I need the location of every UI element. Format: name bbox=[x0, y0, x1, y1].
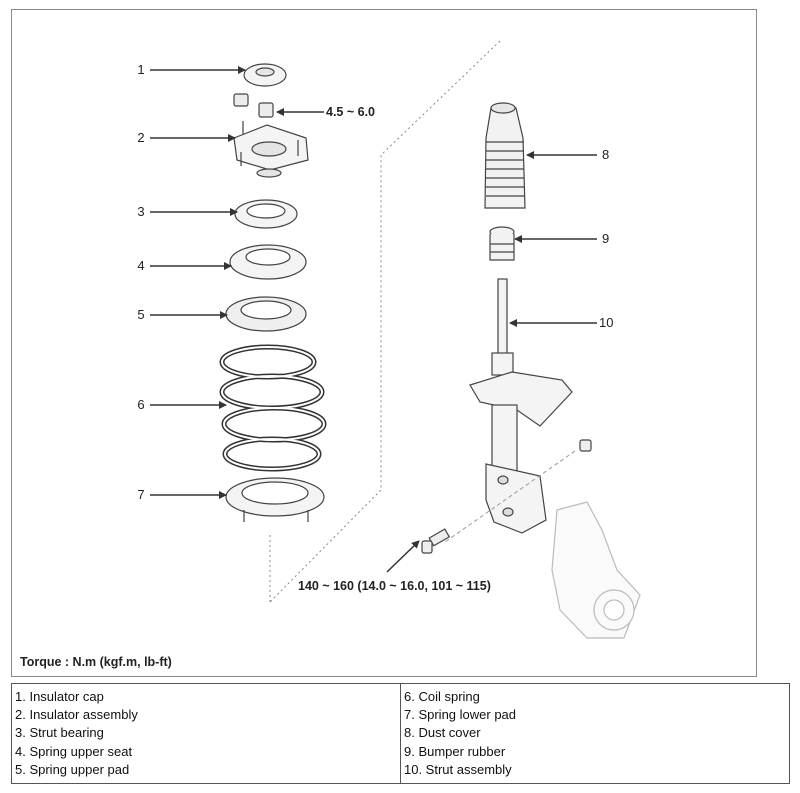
insulator-cap-part bbox=[243, 63, 287, 87]
dust-cover-part bbox=[484, 102, 526, 209]
upper-nut-part bbox=[233, 93, 274, 118]
legend-item: 8. Dust cover bbox=[404, 725, 481, 741]
callout-3: 3 bbox=[137, 204, 144, 219]
callout-4: 4 bbox=[137, 258, 144, 273]
exploded-diagram: 1 2 3 4 5 6 7 8 9 10 4.5 ~ 6.0 140 ~ 160… bbox=[11, 9, 757, 677]
spring-upper-pad-part bbox=[225, 296, 307, 332]
knuckle-part bbox=[551, 501, 641, 639]
lower-nut-part bbox=[579, 439, 592, 452]
callout-5: 5 bbox=[137, 307, 144, 322]
legend-column-left: 1. Insulator cap 2. Insulator assembly 3… bbox=[12, 684, 400, 783]
callout-8: 8 bbox=[602, 147, 609, 162]
callout-9: 9 bbox=[602, 231, 609, 246]
callout-7: 7 bbox=[137, 487, 144, 502]
leader-lines bbox=[150, 66, 597, 573]
spring-lower-pad-part bbox=[225, 477, 325, 522]
legend-item: 9. Bumper rubber bbox=[404, 743, 506, 759]
coil-spring-highlight bbox=[221, 346, 325, 470]
insulator-assembly-part bbox=[233, 121, 309, 178]
strut-assembly-part bbox=[469, 278, 573, 534]
legend-item: 6. Coil spring bbox=[404, 689, 480, 704]
legend-item: 2. Insulator assembly bbox=[15, 707, 138, 723]
callout-6: 6 bbox=[137, 397, 144, 412]
bolt-axis-line bbox=[444, 450, 576, 543]
legend-item: 3. Strut bearing bbox=[15, 725, 104, 741]
legend-item: 4. Spring upper seat bbox=[15, 743, 133, 759]
callout-1: 1 bbox=[137, 62, 144, 77]
legend-item: 1. Insulator cap bbox=[15, 689, 104, 704]
torque-unit-note: Torque : N.m (kgf.m, lb-ft) bbox=[20, 655, 172, 669]
legend-item: 5. Spring upper pad bbox=[15, 761, 130, 777]
diagram-drawing: 1 2 3 4 5 6 7 8 9 10 4.5 ~ 6.0 140 ~ 160… bbox=[137, 40, 641, 639]
knuckle-bolt-part bbox=[421, 528, 451, 554]
callout-2: 2 bbox=[137, 130, 144, 145]
strut-bearing-part bbox=[234, 199, 298, 229]
bumper-rubber-part bbox=[489, 226, 515, 261]
legend-item: 7. Spring lower pad bbox=[404, 707, 517, 723]
legend-column-right: 6. Coil spring 7. Spring lower pad 8. Du… bbox=[400, 684, 789, 783]
dashed-separator bbox=[269, 40, 501, 603]
spring-upper-seat-part bbox=[229, 244, 307, 280]
callout-10: 10 bbox=[599, 315, 613, 330]
parts-legend: 1. Insulator cap 2. Insulator assembly 3… bbox=[11, 683, 790, 784]
insulator-nut-torque: 4.5 ~ 6.0 bbox=[326, 105, 375, 119]
legend-item: 10. Strut assembly bbox=[404, 761, 512, 777]
knuckle-bolt-torque: 140 ~ 160 (14.0 ~ 16.0, 101 ~ 115) bbox=[298, 579, 491, 593]
